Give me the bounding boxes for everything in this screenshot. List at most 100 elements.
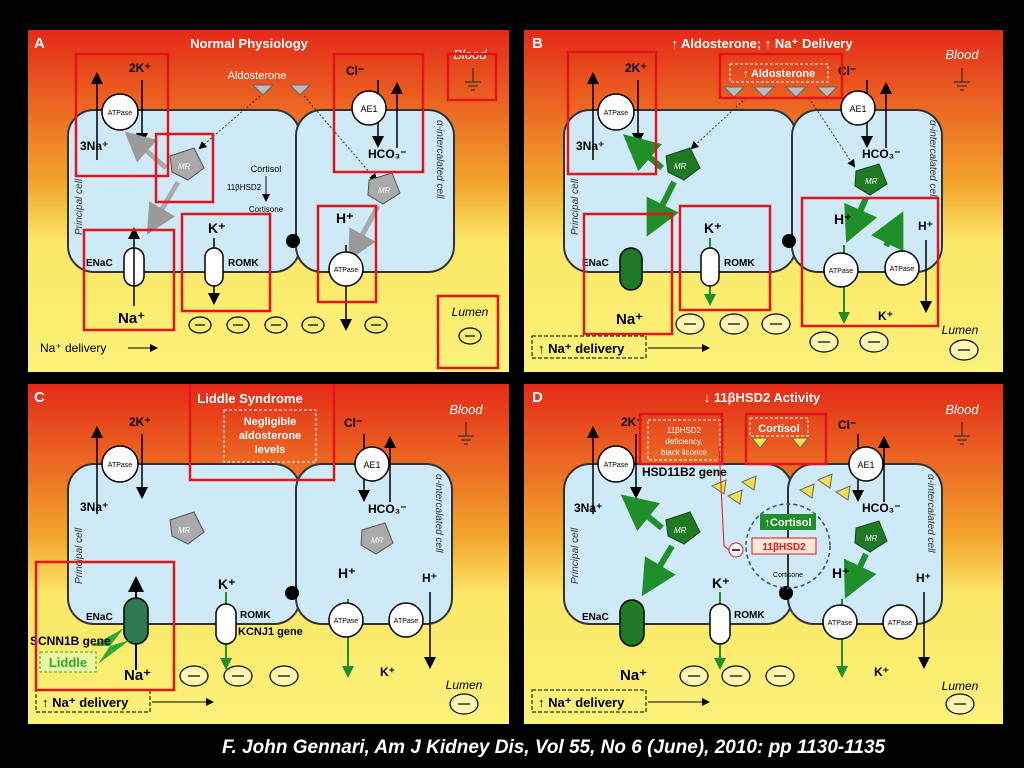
- cl-label: Cl⁻: [344, 416, 362, 430]
- tight-junction: [779, 586, 793, 600]
- romk-channel: [215, 603, 237, 645]
- h-label: H⁺: [834, 211, 852, 227]
- atpase-pump: [101, 445, 139, 483]
- deficiency-note-line: deficiency,: [665, 437, 702, 446]
- ground-icon: [458, 422, 474, 445]
- liddle-box: [39, 651, 97, 673]
- lumen-label: Lumen: [446, 678, 483, 692]
- h-label: H⁺: [422, 571, 437, 585]
- aldosterone-label: ↑ Aldosterone: [743, 68, 815, 80]
- intercalated-cell-label: α-intercalated cell: [927, 120, 938, 199]
- two-k-label: 2K⁺: [621, 415, 643, 429]
- romk-channel: [204, 247, 224, 287]
- panel-title: ↓ 11βHSD2 Activity: [704, 390, 821, 405]
- mr-label: MR: [371, 536, 384, 545]
- tight-junction: [285, 586, 299, 600]
- aldosterone-icon: [288, 84, 312, 96]
- intercalated-cell-label: α-intercalated cell: [434, 120, 445, 199]
- h-label: H⁺: [918, 219, 933, 233]
- ae1-exchanger: [848, 446, 884, 482]
- panel-title: Liddle Syndrome: [197, 391, 302, 406]
- panel-title: Normal Physiology: [190, 36, 309, 51]
- aldosterone-note-line: levels: [255, 444, 286, 456]
- h-k-atpase-pump: [882, 604, 918, 640]
- lumen-anions: [679, 665, 975, 715]
- h-label: H⁺: [832, 565, 850, 581]
- h-k-atpase-pump: [884, 250, 920, 286]
- mr-label: MR: [865, 177, 878, 186]
- na-label: Na⁺: [124, 667, 151, 684]
- inhibit-line: [718, 445, 730, 551]
- blood-label: Blood: [945, 402, 979, 417]
- mr-receptor: [169, 511, 205, 545]
- ae1-label: AE1: [360, 104, 377, 114]
- enac-label: ENaC: [582, 612, 609, 623]
- tight-junction: [782, 234, 796, 248]
- h-atpase-pump: [823, 252, 859, 288]
- panel-letter: A: [34, 35, 45, 52]
- h-atpase-pump: [328, 602, 364, 638]
- mr-label: MR: [378, 186, 391, 195]
- cortisol-icons: [710, 473, 851, 505]
- mutation-bolt-icon: [92, 628, 130, 664]
- three-na-label: 3Na⁺: [80, 500, 108, 514]
- intercalated-cell-label: α-intercalated cell: [433, 474, 444, 553]
- aldosterone-icons: [722, 86, 839, 98]
- k-label: K⁺: [874, 665, 889, 679]
- k-label: K⁺: [380, 665, 395, 679]
- deficiency-note-box: [647, 419, 721, 461]
- principal-cell-label: Principal cell: [570, 178, 581, 235]
- k-label: K⁺: [208, 220, 226, 236]
- ae1-exchanger: [354, 446, 390, 482]
- romk-label: ROMK: [228, 258, 259, 269]
- ae1-label: AE1: [857, 460, 874, 470]
- hco3-label: HCO₃⁻: [862, 147, 901, 161]
- tight-junction: [286, 234, 300, 248]
- ground-icon: [465, 68, 481, 91]
- deficiency-note-line: black licorice: [661, 448, 707, 457]
- atpase-label: ATPase: [394, 618, 418, 625]
- panel-b: B ↑ Aldosterone; ↑ Na⁺ Delivery Blood Pr…: [524, 30, 1003, 372]
- principal-cell-label: Principal cell: [74, 178, 85, 235]
- ae1-exchanger: [840, 90, 876, 126]
- aldosterone-note-box: [223, 409, 317, 463]
- na-delivery-box: [531, 689, 647, 713]
- citation: F. John Gennari, Am J Kidney Dis, Vol 55…: [222, 737, 886, 758]
- aldosterone-note-line: aldosterone: [239, 430, 301, 442]
- mr-receptor: [169, 147, 205, 181]
- romk-label: ROMK: [240, 610, 271, 621]
- mr-label: MR: [674, 162, 687, 171]
- ae1-label: AE1: [849, 104, 866, 114]
- na-label: Na⁺: [620, 667, 647, 684]
- mr-label: MR: [178, 162, 191, 171]
- hco3-label: HCO₃⁻: [862, 501, 901, 515]
- atpase-label: ATPase: [604, 462, 628, 469]
- hsd-box: [751, 537, 817, 555]
- hsd-label: 11βHSD2: [762, 542, 806, 553]
- aldosterone-box: [729, 63, 829, 83]
- ground-icon: [954, 422, 970, 445]
- h-atpase-pump: [328, 251, 364, 287]
- h-k-atpase-pump: [388, 602, 424, 638]
- aldosterone-icon: [251, 84, 275, 96]
- h-atpase-pump: [822, 604, 858, 640]
- atpase-label: ATPase: [829, 268, 853, 275]
- atpase-label: ATPase: [604, 110, 628, 117]
- k-label: K⁺: [712, 575, 730, 591]
- up-cortisol-box: [760, 514, 816, 530]
- mr-label: MR: [865, 534, 878, 543]
- blood-label: Blood: [449, 402, 483, 417]
- atpase-label: ATPase: [334, 618, 358, 625]
- cortisol-icon: [750, 437, 770, 449]
- aldosterone-label: Aldosterone: [228, 70, 287, 82]
- panel-letter: D: [532, 389, 543, 406]
- lumen-anions: [179, 665, 479, 715]
- romk-label: ROMK: [724, 258, 755, 269]
- enac-channel: [123, 597, 149, 645]
- h-label: H⁺: [338, 565, 356, 581]
- mr-label: MR: [674, 526, 687, 535]
- cl-label: Cl⁻: [346, 64, 364, 78]
- deficiency-note-line: 11βHSD2: [667, 426, 702, 435]
- atpase-label: ATPase: [334, 267, 358, 274]
